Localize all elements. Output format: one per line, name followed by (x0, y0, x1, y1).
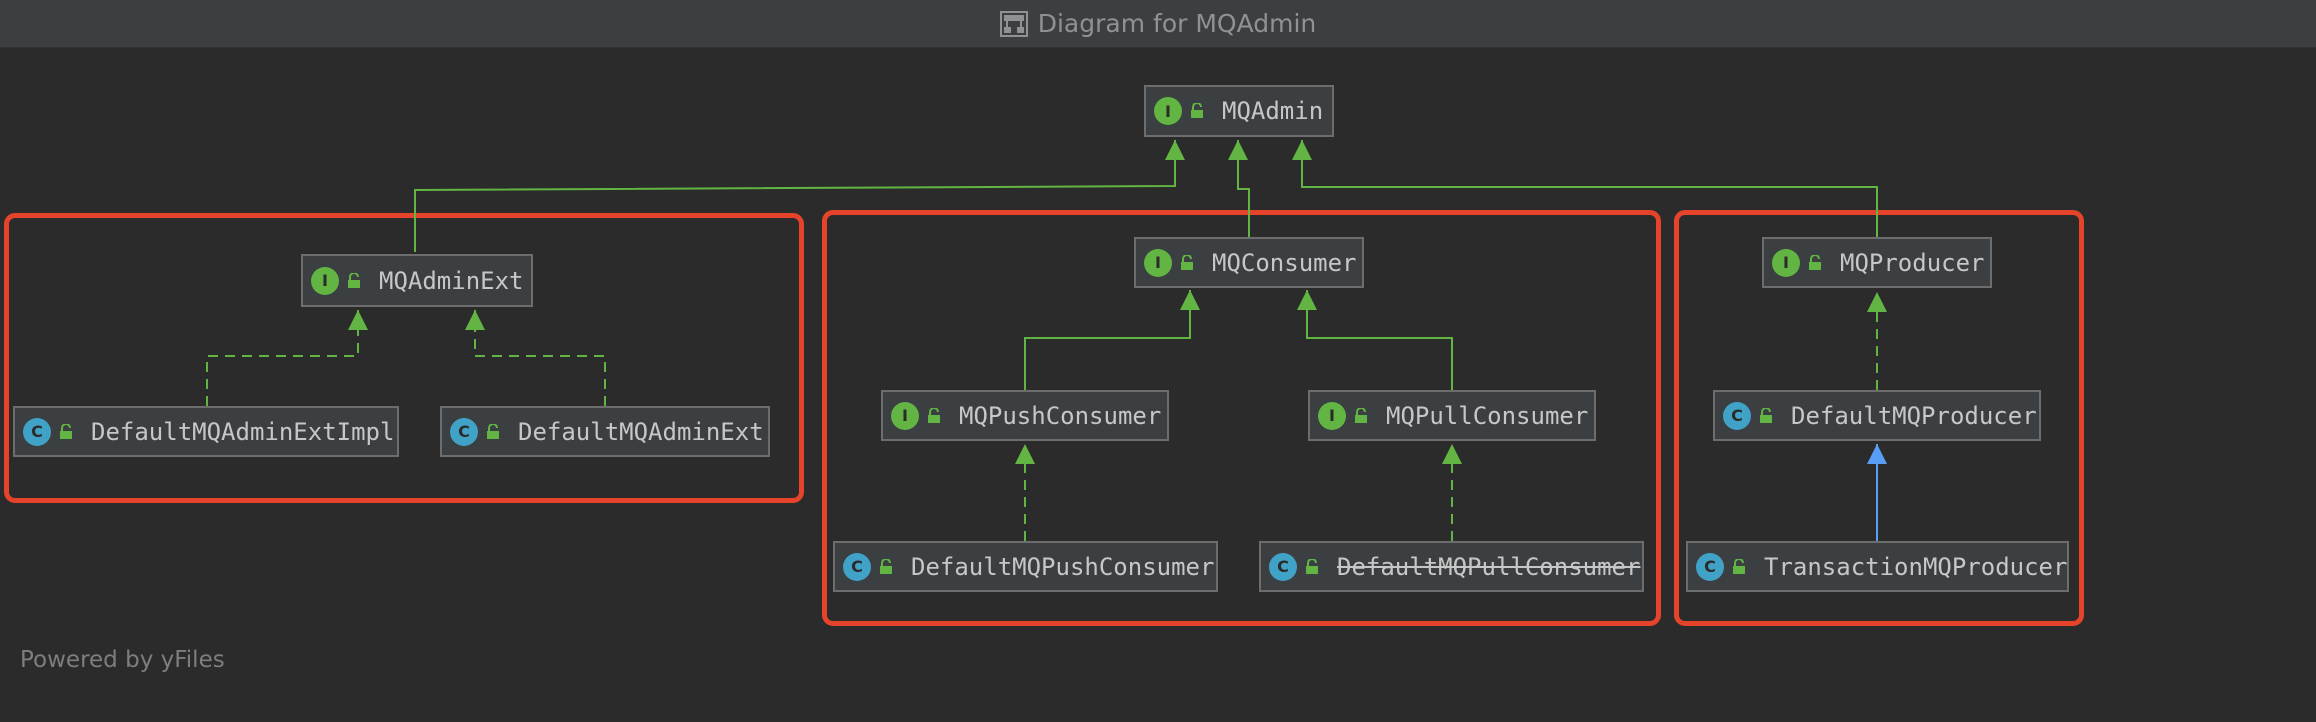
node-mqproducer[interactable]: I MQProducer (1762, 237, 1992, 288)
consumer-group-highlight (822, 210, 1661, 626)
powered-by-label: Powered by yFiles (20, 647, 225, 673)
diagram-icon (999, 10, 1028, 37)
interface-icon: I (1144, 248, 1172, 277)
node-name: MQAdminExt (379, 266, 524, 295)
node-name: MQAdmin (1222, 97, 1324, 125)
class-icon: C (1723, 401, 1751, 430)
node-mqpushconsumer[interactable]: I MQPushConsumer (881, 390, 1169, 441)
public-visibility-icon (1180, 254, 1194, 271)
public-visibility-icon (879, 558, 893, 575)
node-name: MQPullConsumer (1386, 401, 1589, 430)
public-visibility-icon (1190, 103, 1204, 119)
class-icon: C (1696, 552, 1724, 581)
node-name: DefaultMQProducer (1791, 401, 2037, 430)
public-visibility-icon (347, 272, 361, 289)
interface-icon: I (1154, 97, 1182, 125)
public-visibility-icon (486, 423, 500, 440)
interface-icon: I (891, 401, 919, 430)
class-icon: C (843, 552, 871, 581)
public-visibility-icon (1732, 558, 1746, 575)
node-defaultmqpullconsumer[interactable]: C DefaultMQPullConsumer (1259, 541, 1644, 592)
title-bar: Diagram for MQAdmin (0, 0, 2316, 48)
class-icon: C (1269, 552, 1297, 581)
public-visibility-icon (1759, 407, 1773, 424)
public-visibility-icon (927, 407, 941, 424)
node-name: TransactionMQProducer (1764, 552, 2068, 581)
node-defaultmqadminext[interactable]: C DefaultMQAdminExt (440, 406, 770, 457)
node-name: DefaultMQAdminExtImpl (91, 417, 395, 446)
public-visibility-icon (59, 423, 73, 440)
node-mqconsumer[interactable]: I MQConsumer (1134, 237, 1364, 288)
window-title: Diagram for MQAdmin (1037, 9, 1317, 38)
node-mqadminext[interactable]: I MQAdminExt (301, 254, 533, 307)
node-transactionmqproducer[interactable]: C TransactionMQProducer (1686, 541, 2069, 592)
interface-icon: I (311, 266, 339, 295)
node-defaultmqadminextimpl[interactable]: C DefaultMQAdminExtImpl (13, 406, 399, 457)
interface-icon: I (1772, 248, 1800, 277)
node-name: DefaultMQPushConsumer (911, 552, 1215, 581)
admin-group-highlight (4, 213, 804, 503)
producer-group-highlight (1674, 210, 2084, 626)
node-name: MQProducer (1840, 248, 1985, 277)
node-name-deprecated: DefaultMQPullConsumer (1337, 552, 1641, 581)
node-name: MQPushConsumer (959, 401, 1162, 430)
class-icon: C (450, 417, 478, 446)
public-visibility-icon (1808, 254, 1822, 271)
node-name: MQConsumer (1212, 248, 1357, 277)
node-mqadmin[interactable]: I MQAdmin (1144, 85, 1334, 137)
interface-icon: I (1318, 401, 1346, 430)
node-name: DefaultMQAdminExt (518, 417, 764, 446)
public-visibility-icon (1305, 558, 1319, 575)
node-defaultmqproducer[interactable]: C DefaultMQProducer (1713, 390, 2041, 441)
class-icon: C (23, 417, 51, 446)
public-visibility-icon (1354, 407, 1368, 424)
node-mqpullconsumer[interactable]: I MQPullConsumer (1308, 390, 1596, 441)
node-defaultmqpushconsumer[interactable]: C DefaultMQPushConsumer (833, 541, 1218, 592)
